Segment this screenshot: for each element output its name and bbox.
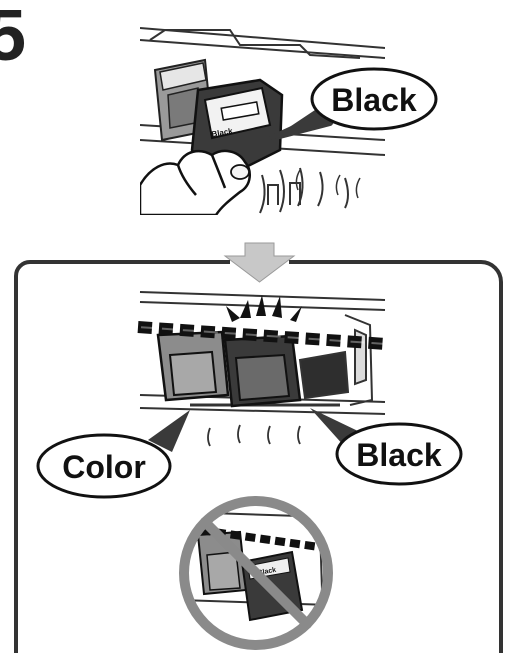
black-cartridge-bottom <box>223 334 302 408</box>
bottom-illustration <box>137 291 387 447</box>
black-callout-bottom-label: Black <box>356 437 442 473</box>
top-illustration: Black <box>140 27 385 215</box>
hand-illustration <box>140 149 251 215</box>
color-callout: Color <box>36 410 190 499</box>
prohibited-example: Black <box>179 496 333 650</box>
click-burst-icon <box>226 295 302 322</box>
black-callout-top-label: Black <box>331 82 417 118</box>
color-callout-label: Color <box>62 449 146 485</box>
prohibited-icon <box>179 496 333 650</box>
cartridge-imprint-prohibited: Black <box>257 567 277 577</box>
black-callout-top: Black <box>269 67 438 141</box>
cartridge-imprint-top: Black <box>211 126 234 139</box>
result-panel <box>14 260 503 653</box>
step-number: 5 <box>0 0 26 76</box>
down-arrow-icon <box>223 242 296 283</box>
black-callout-bottom: Black <box>310 408 463 486</box>
color-cartridge-bottom <box>156 330 230 402</box>
